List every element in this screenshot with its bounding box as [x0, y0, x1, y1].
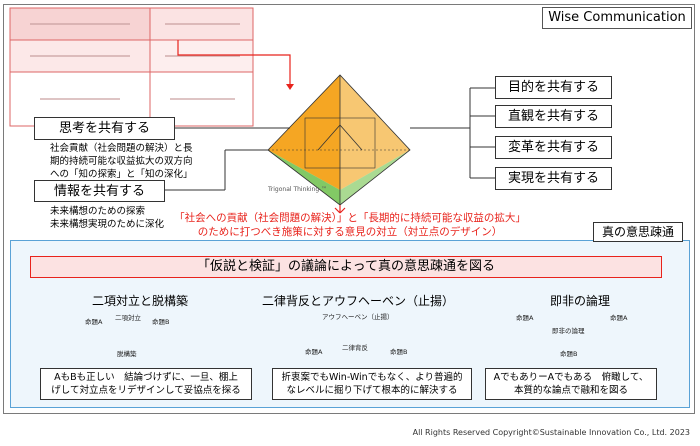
col1-out: 脱構築 — [117, 350, 137, 358]
col3-prop-a2: 命題A — [610, 314, 628, 322]
col1-mid: 二項対立 — [115, 314, 141, 322]
truth-banner: 「仮説と検証」の議論によって真の意思疎通を図る — [30, 256, 662, 278]
info-desc-2: 未来構想実現のために深化 — [50, 219, 165, 230]
page-title: Wise Communication — [542, 7, 692, 29]
pyramid-graphic — [267, 74, 411, 206]
col3-mid: 即非の論理 — [552, 327, 585, 335]
col2-desc-line-1: 折衷案でもWin-Winでもなく、より普遍的 — [281, 372, 463, 383]
col1-prop-b: 命題B — [152, 318, 170, 326]
col1-prop-a: 命題A — [85, 318, 103, 326]
col1-desc-line-1: AもBも正しい 結論づけずに、一旦、棚上 — [54, 372, 238, 383]
col2-mid: 二律背反 — [342, 344, 368, 352]
thought-desc-line-3: への「知の探索」と「知の深化」 — [50, 169, 193, 180]
share-change-box: 変革を共有する — [495, 136, 612, 159]
col2-description: 折衷案でもWin-Winでもなく、より普遍的 なレベルに掘り下げて根本的に解決す… — [272, 368, 472, 400]
share-thought-box: 思考を共有する — [34, 117, 175, 140]
col3-desc-line-2: 本質的な論点で融和を図る — [513, 385, 628, 396]
col3-desc-line-1: AでもありーAでもある 俯瞰して、 — [493, 372, 649, 383]
col1-title: 二項対立と脱構築 — [91, 294, 188, 308]
col3-out: 命題B — [560, 350, 578, 358]
col2-desc-line-2: なレベルに掘り下げて根本的に解決する — [286, 385, 458, 396]
truth-label: 真の意思疎通 — [593, 222, 683, 242]
red-matrix-graphic — [9, 7, 254, 127]
share-info-box: 情報を共有する — [34, 180, 165, 202]
col3-prop-a: 命題A — [516, 314, 534, 322]
conflict-note-line1: 「社会への貢献（社会問題の解決）」と「長期的に持続可能な収益の拡大」 — [174, 212, 526, 224]
col2-title: 二律背反とアウフヘーベン（止揚） — [261, 294, 454, 308]
thought-desc-line-1: 社会貢献（社会問題の解決）と長 — [50, 143, 193, 154]
col1-description: AもBも正しい 結論づけずに、一旦、棚上 げして対立点をリデザインして妥協点を探… — [40, 368, 252, 400]
conflict-note-line2: のために打つべき施策に対する意見の対立（対立点のデザイン） — [197, 226, 503, 238]
col3-description: AでもありーAでもある 俯瞰して、 本質的な論点で融和を図る — [485, 368, 657, 400]
info-desc-1: 未来構想のための探索 — [50, 206, 146, 217]
col2-top: アウフヘーベン（止揚） — [322, 313, 394, 321]
pyramid-caption: Trigonal Thinking ™ — [268, 186, 328, 193]
col2-prop-b: 命題B — [390, 348, 408, 356]
matrix-to-pyramid-line — [177, 40, 291, 88]
col1-desc-line-2: げして対立点をリデザインして妥協点を探る — [51, 385, 241, 396]
col2-prop-a: 命題A — [305, 348, 323, 356]
share-intuition-box: 直観を共有する — [495, 105, 612, 128]
share-realize-box: 実現を共有する — [495, 167, 612, 190]
copyright: All Rights Reserved Copyright©Sustainabl… — [412, 428, 690, 437]
thought-desc-line-2: 期的持続可能な収益拡大の双方向 — [50, 156, 193, 167]
col3-title: 即非の論理 — [549, 294, 610, 308]
share-purpose-box: 目的を共有する — [495, 76, 612, 99]
outer-frame — [3, 4, 695, 414]
